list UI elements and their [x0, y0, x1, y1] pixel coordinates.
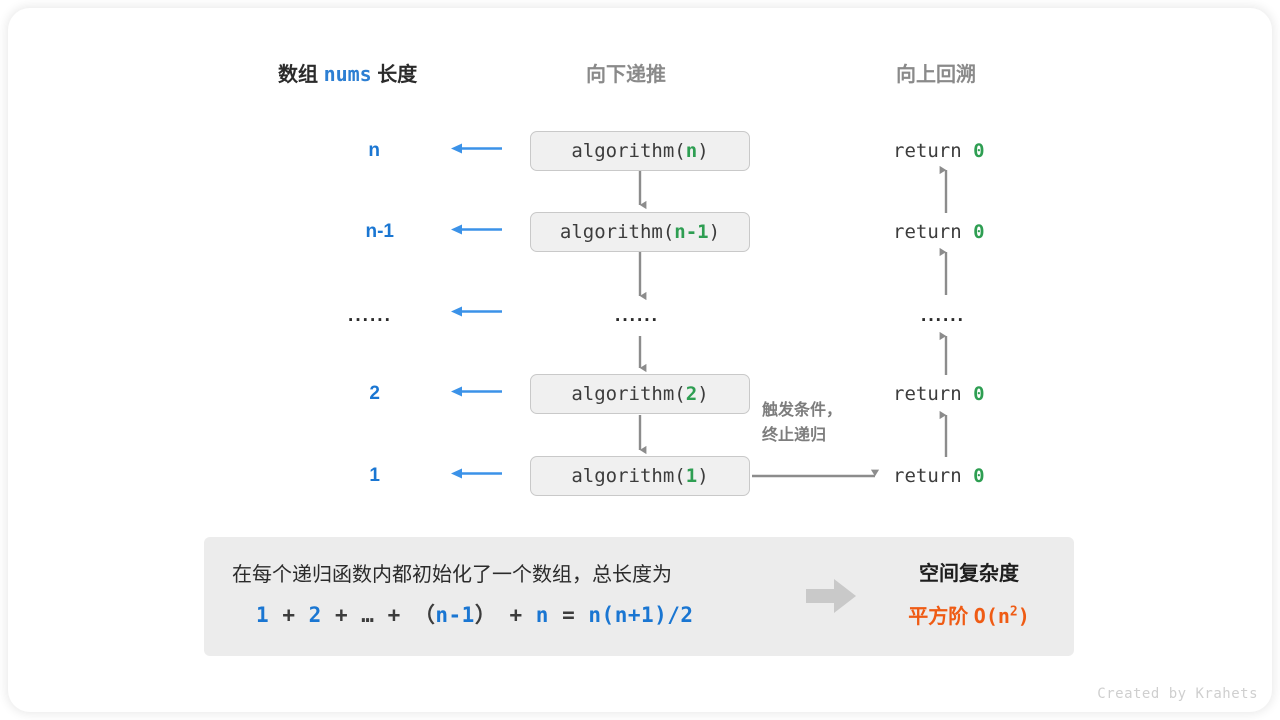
call-arg-row2: n-1	[674, 221, 709, 243]
header-left-suffix: 长度	[377, 64, 418, 86]
call-arg-row5: 1	[685, 465, 698, 487]
trigger-note: 触发条件， 终止递归	[762, 399, 842, 449]
blue-arrow-row5	[448, 466, 504, 487]
summary-panel: 在每个递归函数内都初始化了一个数组，总长度为 1 + 2 + … + （n-1）…	[204, 537, 1074, 656]
call-box-row1[interactable]: algorithm(n)	[530, 131, 750, 171]
header-right: 向上回溯	[896, 64, 976, 86]
call-prefix-row5: algorithm(	[571, 465, 686, 487]
middle-dots: ······	[615, 310, 659, 331]
summary-formula: 1 + 2 + … + （n-1） + n = n(n+1)/2	[256, 599, 694, 629]
call-prefix-row1: algorithm(	[571, 140, 686, 162]
call-prefix-row4: algorithm(	[571, 383, 686, 405]
return-value-row5: 0	[973, 465, 985, 487]
blue-arrow-row4	[448, 384, 504, 405]
formula-term-1: 1	[256, 603, 270, 627]
trigger-note-line2: 终止递归	[762, 426, 827, 444]
formula-op-1: +	[282, 603, 296, 627]
blue-arrow-row3	[448, 304, 504, 325]
length-label-row1: n	[368, 140, 380, 161]
blue-arrow-row2	[448, 222, 504, 243]
formula-op-4: +	[509, 603, 523, 627]
formula-op-3: +	[387, 603, 401, 627]
trigger-note-line1: 触发条件，	[762, 402, 843, 419]
complexity-label: 平方阶	[908, 606, 969, 628]
summary-result: 空间复杂度 平方阶 O(n2)	[864, 557, 1074, 629]
call-box-text-row5: algorithm(1)	[571, 465, 708, 487]
call-box-text-row1: algorithm(n)	[571, 140, 708, 162]
call-box-row5[interactable]: algorithm(1)	[530, 456, 750, 496]
length-label-row2: n-1	[365, 221, 395, 242]
length-label-row4: 2	[369, 383, 380, 404]
formula-term-2: 2	[308, 603, 322, 627]
complexity-tail: )	[1017, 604, 1030, 628]
complexity-big: O(n	[973, 604, 1010, 628]
return-value-row1: 0	[973, 140, 985, 162]
formula-op-2: +	[334, 603, 349, 627]
formula-result: n(n+1)/2	[588, 603, 694, 627]
right-dots: ······	[921, 310, 965, 331]
summary-result-title: 空间复杂度	[919, 563, 1019, 585]
header-left-code: nums	[323, 62, 372, 86]
formula-paren-open: （	[413, 603, 436, 627]
length-label-row5: 1	[369, 465, 380, 486]
return-text-row5: return	[893, 465, 962, 487]
return-value-row2: 0	[973, 221, 985, 243]
return-text-row2: return	[893, 221, 962, 243]
header-left-prefix: 数组	[278, 64, 318, 86]
call-suffix-row1: )	[697, 140, 709, 162]
call-box-row4[interactable]: algorithm(2)	[530, 374, 750, 414]
call-box-text-row4: algorithm(2)	[571, 383, 708, 405]
return-label-row5: return 0	[893, 465, 985, 487]
return-text-row4: return	[893, 383, 962, 405]
summary-result-value: 平方阶 O(n2)	[864, 600, 1074, 629]
call-suffix-row2: )	[708, 221, 721, 243]
credit-text: Created by Krahets	[1097, 686, 1258, 702]
formula-ellipsis: …	[361, 603, 375, 627]
header-middle: 向下递推	[586, 64, 666, 86]
call-arg-row4: 2	[685, 383, 698, 405]
blue-arrow-row1	[448, 141, 504, 162]
return-label-row4: return 0	[893, 383, 985, 405]
call-prefix-row2: algorithm(	[559, 221, 675, 243]
call-suffix-row5: )	[697, 465, 709, 487]
length-label-row3: ······	[348, 310, 392, 331]
formula-term-4: n-1	[435, 603, 475, 627]
summary-description: 在每个递归函数内都初始化了一个数组，总长度为	[232, 564, 672, 586]
header-left: 数组 nums 长度	[278, 58, 417, 87]
call-box-row2[interactable]: algorithm(n-1)	[530, 212, 750, 252]
result-arrow-icon	[804, 577, 858, 620]
call-box-text-row2: algorithm(n-1)	[560, 221, 720, 243]
complexity-exponent: 2	[1009, 604, 1018, 620]
return-label-row1: return 0	[893, 140, 985, 162]
complexity-notation: O(n2)	[974, 604, 1030, 628]
return-value-row4: 0	[973, 383, 985, 405]
formula-equals: =	[562, 603, 576, 627]
formula-paren-close: ）	[474, 603, 497, 627]
call-arg-row1: n	[685, 140, 698, 162]
return-text-row1: return	[893, 140, 962, 162]
return-label-row2: return 0	[893, 221, 985, 243]
call-suffix-row4: )	[697, 383, 709, 405]
formula-term-5: n	[535, 603, 549, 627]
